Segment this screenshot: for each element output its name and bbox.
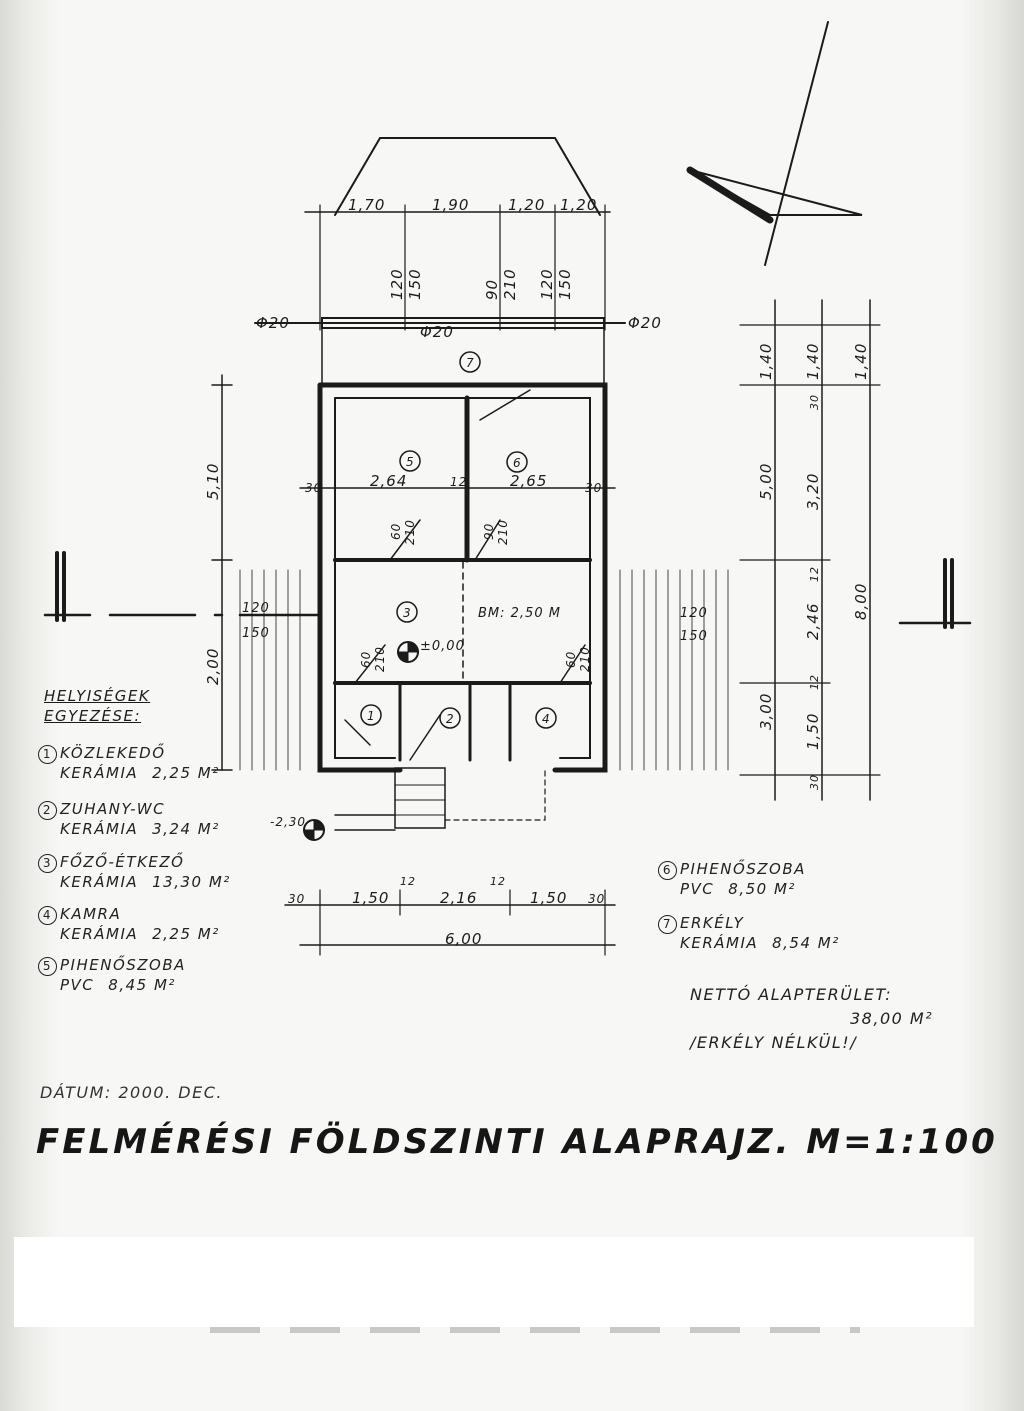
svg-text:90: 90 (482, 523, 496, 540)
outer-wall (317, 382, 608, 773)
svg-text:60: 60 (359, 651, 373, 668)
svg-text:1,50: 1,50 (352, 889, 389, 907)
drawing-title: FELMÉRÉSI FÖLDSZINTI ALAPRAJZ. M=1:100 (36, 1122, 998, 1162)
svg-text:210: 210 (373, 646, 387, 672)
svg-text:210: 210 (403, 519, 417, 545)
svg-text:6,00: 6,00 (445, 930, 482, 948)
dim-top-1: 1,70 (348, 196, 385, 214)
svg-text:1: 1 (367, 709, 376, 723)
svg-text:30: 30 (288, 892, 305, 906)
svg-text:2,64: 2,64 (370, 472, 407, 490)
svg-text:4: 4 (542, 712, 551, 726)
svg-text:3: 3 (403, 606, 412, 620)
svg-text:60: 60 (389, 523, 403, 540)
svg-text:5,10: 5,10 (204, 463, 222, 500)
svg-text:7: 7 (466, 356, 475, 370)
svg-text:2,16: 2,16 (440, 889, 477, 907)
phi-mid: Φ20 (420, 323, 454, 341)
dim-top-4: 1,20 (560, 196, 597, 214)
svg-text:12: 12 (400, 875, 416, 888)
svg-text:12: 12 (808, 566, 821, 582)
svg-text:5: 5 (406, 455, 415, 469)
svg-text:BM: 2,50 M: BM: 2,50 M (478, 606, 561, 621)
faint-strip (210, 1327, 860, 1333)
dim-top-3: 1,20 (508, 196, 545, 214)
svg-text:30: 30 (305, 481, 322, 495)
svg-text:150: 150 (242, 626, 270, 641)
svg-text:5,00: 5,00 (757, 463, 775, 500)
svg-text:1,50: 1,50 (804, 713, 822, 750)
svg-text:150: 150 (680, 629, 708, 644)
svg-text:1,40: 1,40 (757, 343, 775, 380)
svg-text:210: 210 (578, 646, 592, 672)
svg-text:2,65: 2,65 (510, 472, 547, 490)
net-area: NETTÓ ALAPTERÜLET: 38,00 M² /ERKÉLY NÉLK… (690, 985, 934, 1052)
redacted-block (14, 1237, 974, 1327)
dim-top-2: 1,90 (432, 196, 469, 214)
svg-text:30: 30 (808, 774, 821, 790)
svg-text:210: 210 (501, 268, 519, 300)
svg-text:150: 150 (556, 268, 574, 300)
roof-outline (334, 137, 601, 216)
svg-text:3,20: 3,20 (804, 473, 822, 510)
svg-text:120: 120 (538, 268, 556, 300)
svg-text:120: 120 (242, 601, 270, 616)
svg-text:150: 150 (406, 268, 424, 300)
phi-left: Φ20 (256, 314, 290, 332)
svg-text:60: 60 (564, 651, 578, 668)
svg-text:12: 12 (808, 674, 821, 690)
svg-text:2,46: 2,46 (804, 603, 822, 640)
svg-text:±0,00: ±0,00 (420, 639, 465, 654)
svg-text:120: 120 (680, 606, 708, 621)
svg-text:6: 6 (513, 456, 522, 470)
svg-text:2,00: 2,00 (204, 648, 222, 685)
svg-text:210: 210 (496, 519, 510, 545)
svg-text:90: 90 (483, 279, 501, 300)
phi-right: Φ20 (628, 314, 662, 332)
svg-text:120: 120 (388, 268, 406, 300)
svg-text:1,50: 1,50 (530, 889, 567, 907)
svg-text:30: 30 (808, 394, 821, 410)
svg-text:30: 30 (585, 481, 602, 495)
north-arrow-head (686, 166, 774, 224)
svg-text:12: 12 (450, 475, 467, 489)
north-arrow (689, 21, 863, 266)
svg-text:1,40: 1,40 (804, 343, 822, 380)
svg-text:3,00: 3,00 (757, 693, 775, 730)
drawing-date: DÁTUM: 2000. DEC. (40, 1083, 223, 1102)
svg-text:12: 12 (490, 875, 506, 888)
legend-title: HELYISÉGEK EGYEZÉSE: (44, 687, 151, 725)
svg-text:30: 30 (588, 892, 605, 906)
svg-text:8,00: 8,00 (852, 583, 870, 620)
svg-text:-2,30: -2,30 (270, 815, 306, 829)
svg-text:2: 2 (446, 712, 455, 726)
svg-text:1,40: 1,40 (852, 343, 870, 380)
